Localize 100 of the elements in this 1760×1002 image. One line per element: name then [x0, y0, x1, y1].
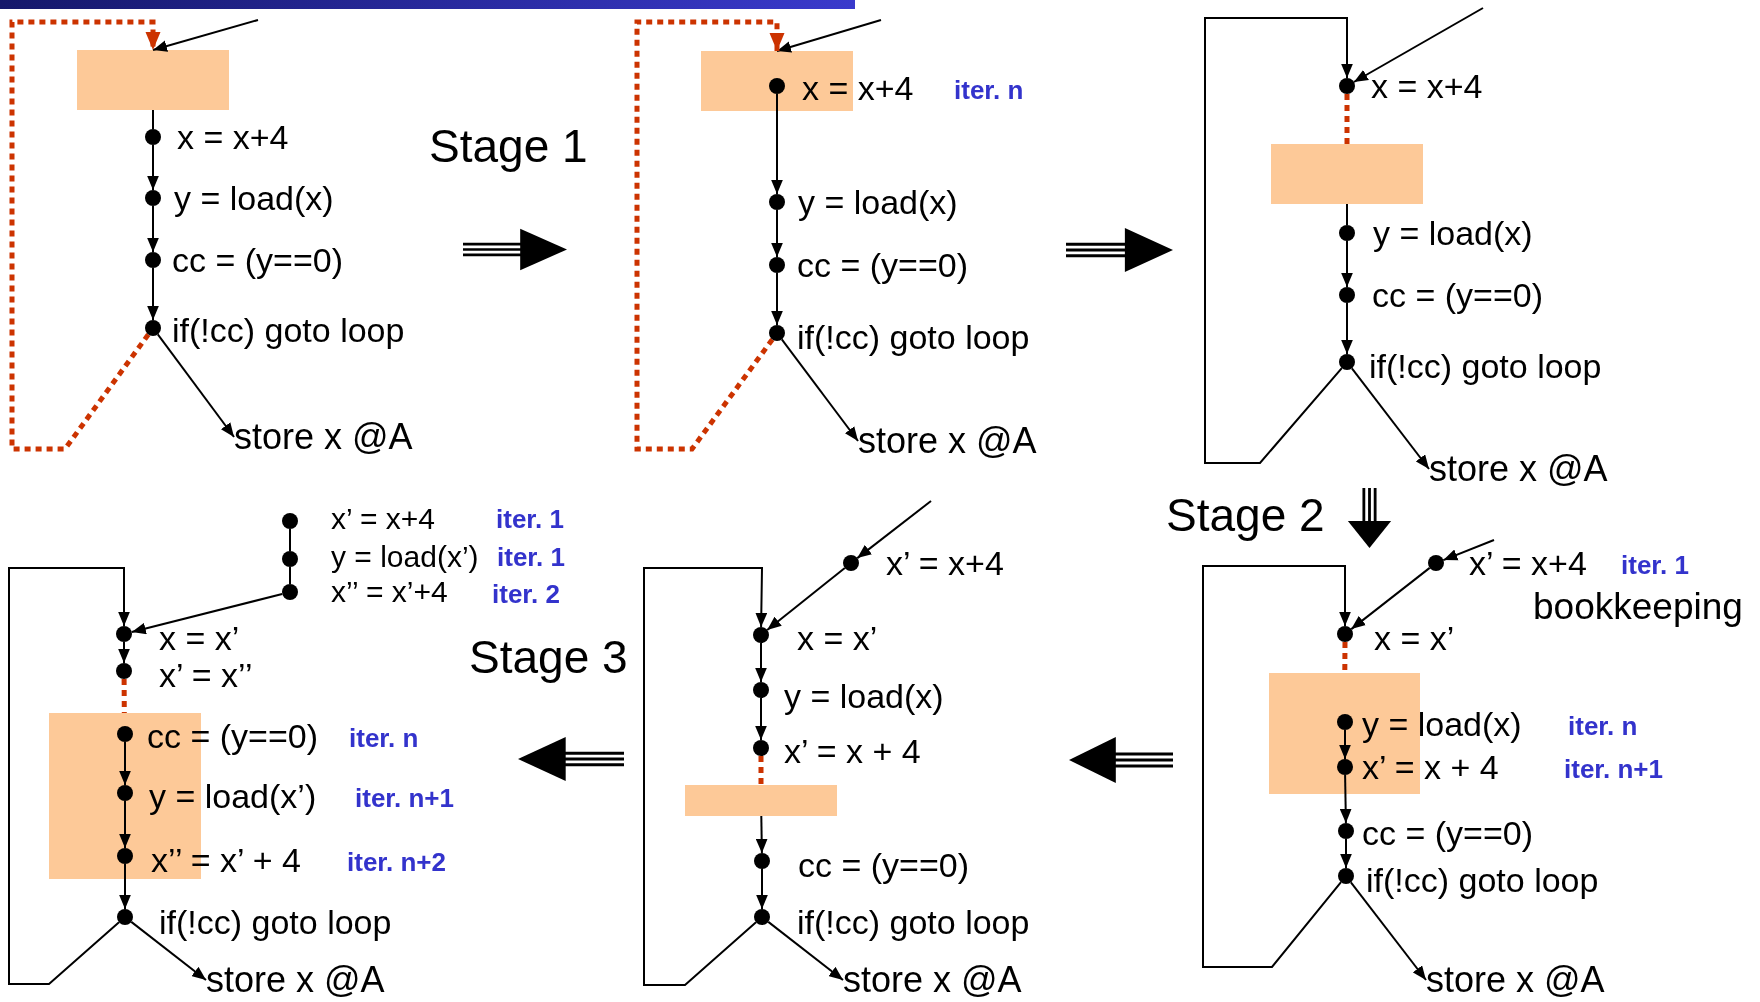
arrow [755, 697, 767, 741]
arrow [1341, 240, 1353, 288]
loop-arrow [8, 567, 130, 985]
node-dot [282, 513, 298, 529]
arrow [119, 800, 131, 849]
node-dot [117, 909, 133, 925]
arrow [756, 868, 768, 910]
arrow [780, 338, 859, 442]
connector-line [152, 109, 154, 130]
code-statement: x’’ = x’+4 [331, 577, 448, 607]
iteration-label: iter. 2 [492, 581, 560, 607]
code-statement: y = load(x) [174, 181, 334, 215]
arrow [130, 920, 207, 981]
arrow [1350, 566, 1431, 631]
highlight-box [685, 785, 837, 816]
loop-arrow [9, 19, 161, 452]
iteration-label: iter. n [1568, 713, 1638, 739]
loop-arrow [1202, 565, 1351, 968]
code-statement: x = x+4 [802, 71, 914, 105]
code-statement: y = load(x) [784, 679, 944, 713]
code-statement: x’ = x + 4 [1362, 750, 1499, 784]
code-statement: store x @A [858, 423, 1037, 459]
code-statement: store x @A [1426, 962, 1605, 998]
arrow [767, 920, 844, 981]
arrow [776, 19, 882, 53]
code-statement: cc = (y==0) [147, 719, 318, 753]
connector-line [289, 528, 291, 552]
loop-arrow [1204, 17, 1353, 464]
node-dot [1337, 626, 1353, 642]
arrow [147, 205, 159, 253]
code-statement: if(!cc) goto loop [172, 313, 405, 347]
highlight-box [77, 50, 229, 110]
code-statement: store x @A [206, 962, 385, 998]
code-statement: x = x’ [797, 621, 878, 655]
arrow [1349, 881, 1427, 981]
arrow [1341, 302, 1353, 355]
code-statement: x = x+4 [1371, 69, 1483, 103]
node-dot [769, 78, 785, 94]
iteration-label: iter. 1 [1621, 552, 1689, 578]
node-dot [117, 785, 133, 801]
code-statement: x = x’ [159, 621, 240, 655]
code-statement: cc = (y==0) [798, 848, 969, 882]
node-dot [754, 909, 770, 925]
code-statement: x = x+4 [177, 120, 289, 154]
iteration-label: iter. n [954, 77, 1024, 103]
connector-line [121, 679, 127, 713]
code-statement: y = load(x’) [331, 542, 479, 572]
code-statement: if(!cc) goto loop [1369, 349, 1602, 383]
connector-line [1344, 94, 1350, 144]
arrow [1339, 729, 1351, 760]
note-text: bookkeeping [1533, 587, 1743, 625]
arrow [1340, 838, 1352, 869]
arrow [147, 267, 159, 321]
loop-arrow [643, 567, 768, 986]
iteration-label: iter. n+1 [1564, 756, 1663, 782]
code-statement: cc = (y==0) [1372, 278, 1543, 312]
arrow [755, 815, 768, 854]
code-statement: x’ = x+4 [886, 546, 1004, 580]
code-statement: store x @A [234, 419, 413, 455]
arrow [152, 19, 259, 52]
node-dot [145, 252, 161, 268]
code-statement: y = load(x) [1362, 707, 1522, 741]
node-dot [1428, 555, 1444, 571]
code-statement: if(!cc) goto loop [797, 320, 1030, 354]
iteration-label: iter. n+2 [347, 849, 446, 875]
connector-line [1342, 642, 1348, 673]
arrow [1339, 774, 1352, 824]
node-dot [117, 726, 133, 742]
node-dot [753, 682, 769, 698]
node-dot [1339, 225, 1355, 241]
arrow [1442, 539, 1495, 562]
code-statement: cc = (y==0) [1362, 816, 1533, 850]
code-statement: y = load(x) [798, 185, 958, 219]
highlight-box [701, 51, 853, 111]
code-statement: cc = (y==0) [172, 243, 343, 277]
arrow [755, 642, 767, 683]
code-statement: if(!cc) goto loop [159, 905, 392, 939]
arrow [156, 333, 235, 438]
node-dot [754, 853, 770, 869]
node-dot [1339, 78, 1355, 94]
arrow [130, 593, 284, 635]
node-dot [1337, 759, 1353, 775]
node-dot [116, 626, 132, 642]
node-dot [769, 325, 785, 341]
node-dot [1338, 823, 1354, 839]
arrow [1352, 7, 1484, 83]
code-statement: y = load(x’) [149, 779, 317, 813]
node-dot [1339, 287, 1355, 303]
iteration-label: iter. 1 [496, 506, 564, 532]
arrow [118, 641, 130, 664]
code-statement: store x @A [843, 962, 1022, 998]
arrow [771, 272, 783, 326]
code-statement: if(!cc) goto loop [797, 905, 1030, 939]
highlight-box [1269, 673, 1420, 794]
node-dot [753, 627, 769, 643]
node-dot [145, 320, 161, 336]
highlight-box [1271, 144, 1423, 204]
code-statement: store x @A [1429, 451, 1608, 487]
arrow [856, 500, 932, 560]
iteration-label: iter. n+1 [355, 785, 454, 811]
